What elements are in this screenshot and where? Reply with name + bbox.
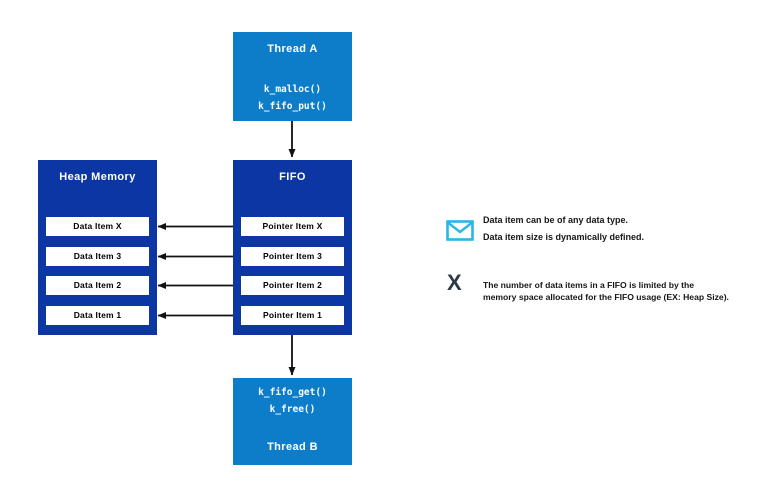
heap-memory-box: Heap Memory Data Item X Data Item 3 Data…: [38, 160, 157, 335]
heap-item: Data Item 2: [46, 276, 149, 295]
thread-b-box: k_fifo_get() k_free() Thread B: [233, 378, 352, 465]
fifo-item: Pointer Item 3: [241, 247, 344, 266]
heap-memory-title: Heap Memory: [59, 171, 136, 183]
thread-a-title: Thread A: [267, 43, 318, 55]
thread-a-call-fifo-put: k_fifo_put(): [258, 101, 327, 112]
thread-b-title: Thread B: [267, 441, 318, 453]
fifo-item: Pointer Item X: [241, 217, 344, 236]
thread-b-call-free: k_free(): [269, 404, 316, 415]
legend-note-data-type: Data item can be of any data type. Data …: [483, 212, 644, 245]
heap-item: Data Item 1: [46, 306, 149, 325]
legend-note-line: Data item can be of any data type.: [483, 215, 629, 225]
thread-a-calls: k_malloc() k_fifo_put(): [233, 81, 352, 115]
fifo-item: Pointer Item 2: [241, 276, 344, 295]
thread-a-call-malloc: k_malloc(): [263, 84, 322, 95]
fifo-title: FIFO: [279, 171, 306, 183]
heap-item: Data Item 3: [46, 247, 149, 266]
envelope-icon: [446, 220, 474, 241]
legend-note-fifo-limit: The number of data items in a FIFO is li…: [483, 279, 729, 303]
x-icon: X: [447, 270, 462, 295]
thread-a-box: Thread A k_malloc() k_fifo_put(): [233, 32, 352, 121]
legend-note-line: The number of data items in a FIFO is li…: [483, 280, 695, 290]
fifo-box: FIFO Pointer Item X Pointer Item 3 Point…: [233, 160, 352, 335]
thread-b-call-fifo-get: k_fifo_get(): [258, 387, 327, 398]
thread-b-calls: k_fifo_get() k_free(): [233, 384, 352, 418]
legend-note-line: Data item size is dynamically defined.: [483, 231, 645, 242]
fifo-item: Pointer Item 1: [241, 306, 344, 325]
legend-note-line: memory space allocated for the FIFO usag…: [483, 292, 729, 302]
heap-item: Data Item X: [46, 217, 149, 236]
